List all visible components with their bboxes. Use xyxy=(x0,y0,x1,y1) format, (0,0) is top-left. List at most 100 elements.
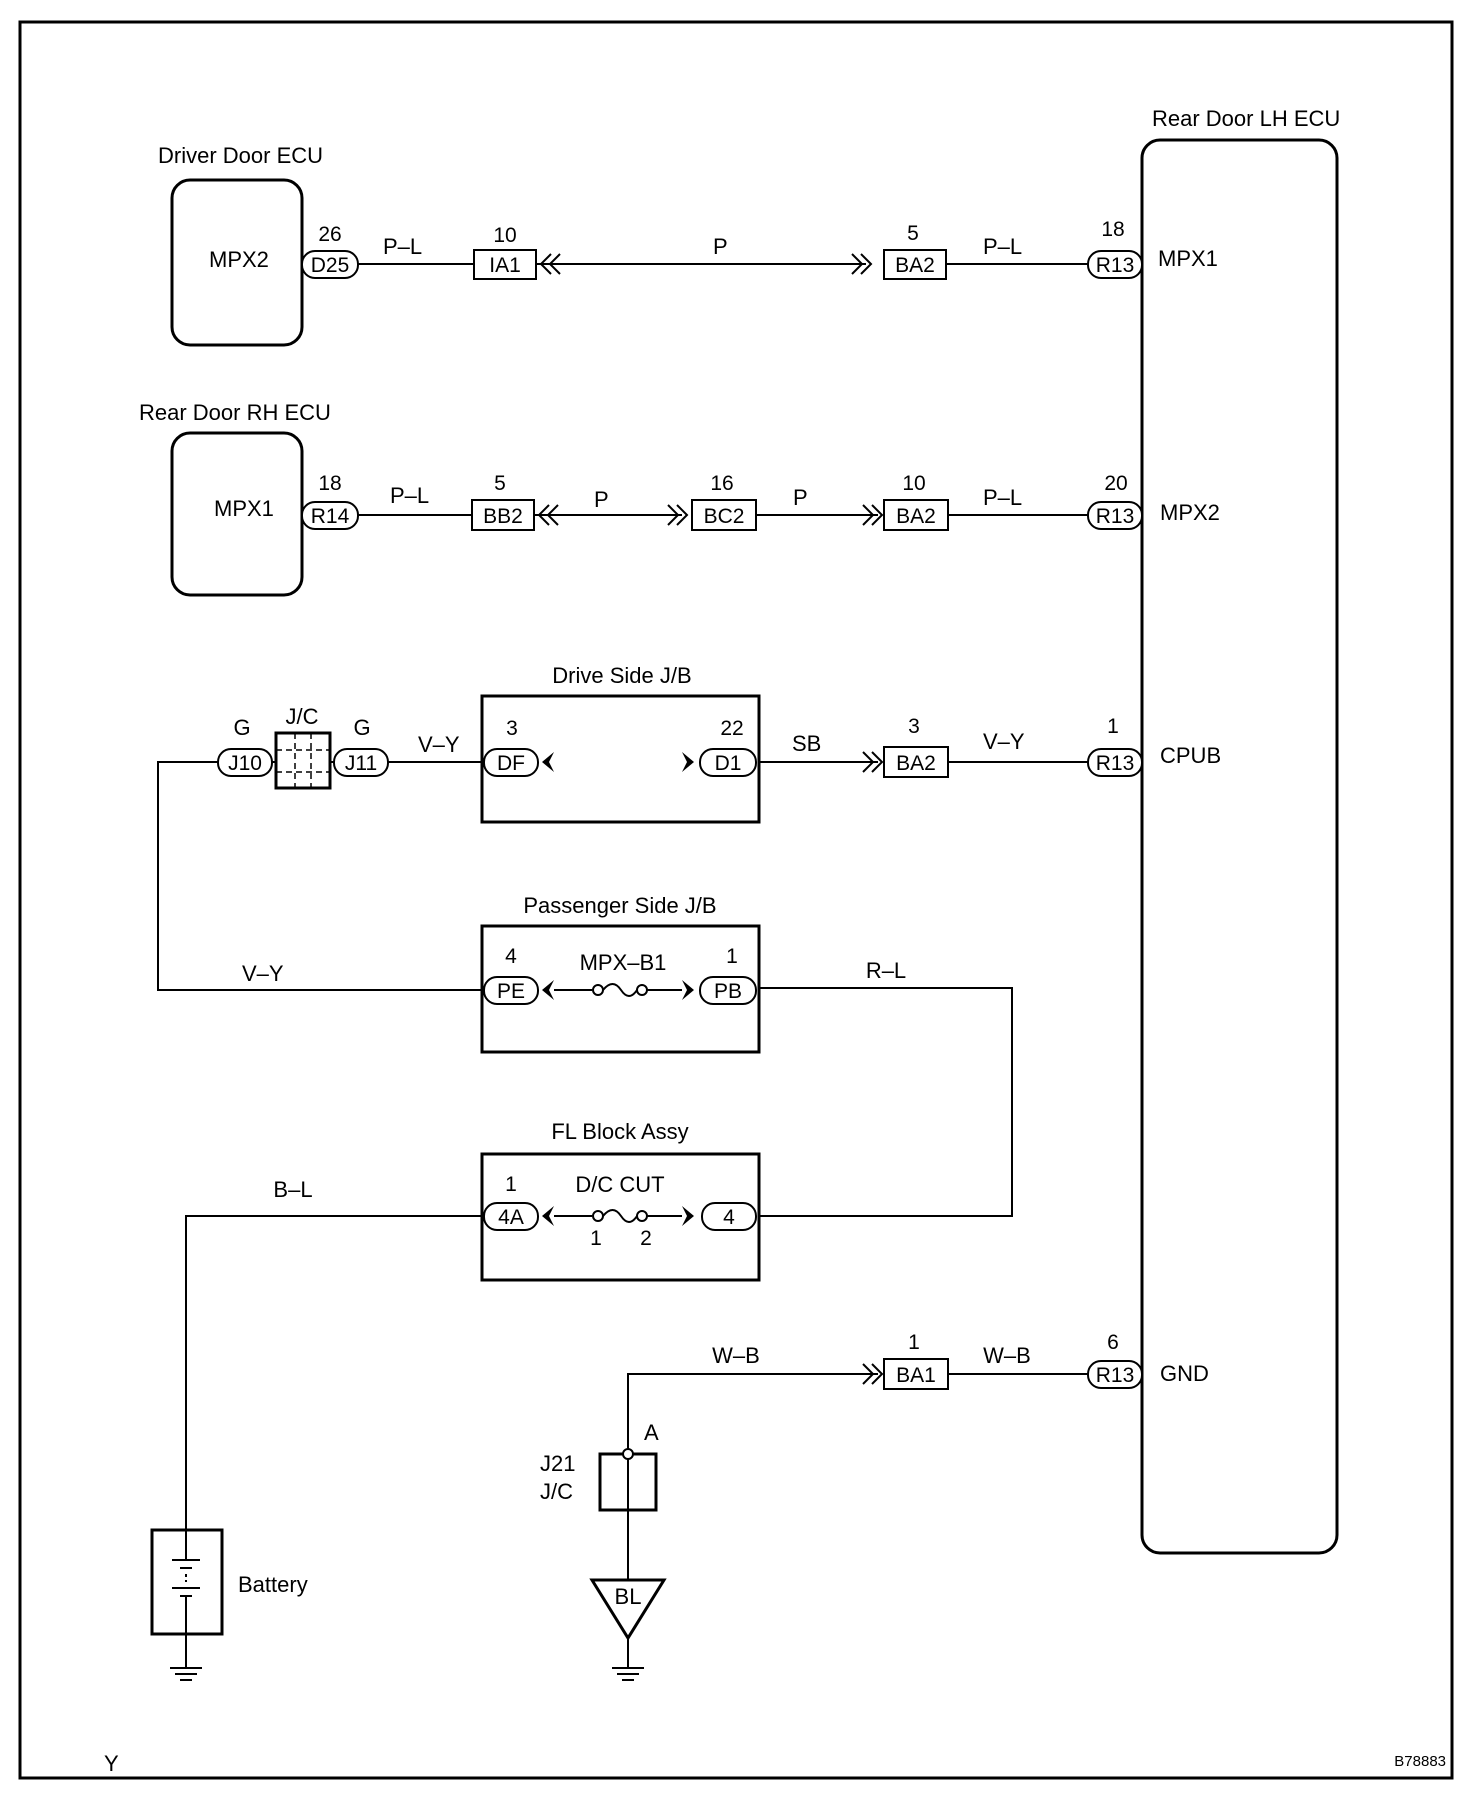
fuse-terminal xyxy=(636,1210,648,1222)
connector-r13 xyxy=(1087,1360,1143,1389)
fuse-terminal xyxy=(592,984,604,996)
connector-label: R13 xyxy=(1096,254,1135,277)
connector-r13 xyxy=(1087,250,1143,279)
connector-chevron xyxy=(862,504,884,526)
row-1-circuit: P–L P P–L D25 26 IA1 10 BA2 5 R13 18 xyxy=(301,218,1143,280)
fuse-terminal xyxy=(636,984,648,996)
junction-j21-point: A xyxy=(644,1420,659,1445)
pin-number: 1 xyxy=(505,1173,517,1196)
wire-color: P–L xyxy=(983,234,1022,259)
fuse-mpx-b1-label: MPX–B1 xyxy=(580,950,667,975)
ground-icon xyxy=(612,1667,644,1681)
junction-jc xyxy=(274,731,332,790)
row-2-circuit: P–L P P P–L R14 18 BB2 5 BC2 16 BA2 10 R… xyxy=(301,472,1143,531)
junction-j21-type: J/C xyxy=(540,1479,573,1504)
connector-j11 xyxy=(333,748,389,777)
connector-label: 4A xyxy=(498,1206,524,1229)
row-4-circuit: V–Y Passenger Side J/B PE 4 MPX–B1 PB 1 … xyxy=(242,893,1013,1217)
rear-door-lh-terminal-mpx2: MPX2 xyxy=(1160,500,1220,525)
connector-chevron xyxy=(862,751,884,773)
footer-figure-id: B78883 xyxy=(1394,1753,1446,1770)
wire-color: V–Y xyxy=(983,729,1025,754)
connector-label: R13 xyxy=(1096,752,1135,775)
connector-pe xyxy=(483,976,539,1005)
wire-color: G xyxy=(233,715,250,740)
ground-icon xyxy=(170,1667,202,1681)
connector-pb xyxy=(699,976,757,1005)
connector-ba2 xyxy=(883,499,949,531)
wire-color: G xyxy=(353,715,370,740)
row-3-circuit: G J10 J/C G J11 V–Y Drive Side J/B DF 3 … xyxy=(157,663,1143,991)
connector-arrow xyxy=(682,1206,694,1226)
pin-number: 26 xyxy=(318,223,341,246)
fuse-pin-number: 2 xyxy=(640,1227,652,1250)
pin-number: 18 xyxy=(1101,218,1124,241)
driver-door-ecu-terminal: MPX2 xyxy=(209,247,269,272)
connector-label: R13 xyxy=(1096,505,1135,528)
fuse-mpx-b1-icon xyxy=(602,983,638,997)
junction-point-a xyxy=(622,1448,634,1460)
pin-number: 5 xyxy=(494,472,506,495)
connector-ba1 xyxy=(883,1358,949,1390)
connector-label: DF xyxy=(497,752,525,775)
connector-r13 xyxy=(1087,501,1143,530)
wire-color: P xyxy=(594,487,609,512)
connector-arrow xyxy=(682,752,694,772)
connector-d1 xyxy=(699,748,757,777)
fl-block-assy-title: FL Block Assy xyxy=(551,1119,688,1144)
pin-number: 1 xyxy=(1107,715,1119,738)
wire-color: V–Y xyxy=(242,961,284,986)
wire-color: P–L xyxy=(983,485,1022,510)
connector-r14 xyxy=(301,501,359,530)
connector-bc2 xyxy=(691,499,757,531)
connector-label: BA2 xyxy=(896,505,936,528)
connector-label: BA2 xyxy=(895,254,935,277)
junction-jc-label: J/C xyxy=(286,704,319,729)
connector-label: BB2 xyxy=(483,505,523,528)
connector-label: BC2 xyxy=(704,505,745,528)
driver-door-ecu: Driver Door ECU MPX2 xyxy=(158,143,323,347)
pin-number: 1 xyxy=(908,1331,920,1354)
pin-number: 22 xyxy=(720,717,743,740)
wire-color: P–L xyxy=(390,483,429,508)
connector-label: J10 xyxy=(228,752,262,775)
wire-color: W–B xyxy=(712,1343,760,1368)
pin-number: 5 xyxy=(907,222,919,245)
connector-label: BA1 xyxy=(896,1364,936,1387)
connector-4a xyxy=(483,1202,539,1231)
fuse-dc-cut-icon xyxy=(602,1209,638,1223)
rear-door-lh-terminal-gnd: GND xyxy=(1160,1361,1209,1386)
connector-label: D25 xyxy=(311,254,350,277)
pin-number: 1 xyxy=(726,945,738,968)
connector-arrow xyxy=(542,980,554,1000)
wire-color: B–L xyxy=(273,1177,312,1202)
connector-bb2 xyxy=(471,499,535,531)
pin-number: 18 xyxy=(318,472,341,495)
connector-arrow xyxy=(682,980,694,1000)
connector-ba2 xyxy=(883,249,947,280)
wire-color: P xyxy=(713,234,728,259)
rear-door-lh-terminal-cpub: CPUB xyxy=(1160,743,1221,768)
wire-color: SB xyxy=(792,731,821,756)
pin-number: 16 xyxy=(710,472,733,495)
connector-label: BA2 xyxy=(896,752,936,775)
pin-number: 3 xyxy=(506,717,518,740)
rear-door-lh-ecu-title: Rear Door LH ECU xyxy=(1152,106,1340,131)
pin-number: 6 xyxy=(1107,1331,1119,1354)
rear-door-lh-terminal-mpx1: MPX1 xyxy=(1158,246,1218,271)
connector-label: R13 xyxy=(1096,1364,1135,1387)
connector-ba2 xyxy=(883,746,949,778)
driver-door-ecu-title: Driver Door ECU xyxy=(158,143,323,168)
row-5-circuit: B–L FL Block Assy 4A 1 D/C CUT 1 2 4 xyxy=(185,1119,761,1530)
rear-door-rh-ecu: Rear Door RH ECU MPX1 xyxy=(139,400,331,597)
connector-chevron xyxy=(851,253,873,275)
connector-j10 xyxy=(217,748,273,777)
junction-j21-label: J21 xyxy=(540,1451,575,1476)
connector-d25 xyxy=(301,250,359,279)
pin-number: 10 xyxy=(902,472,925,495)
connector-df xyxy=(483,748,539,777)
connector-label: PB xyxy=(714,980,742,1003)
battery-label: Battery xyxy=(238,1572,308,1597)
connector-label: IA1 xyxy=(489,254,521,277)
